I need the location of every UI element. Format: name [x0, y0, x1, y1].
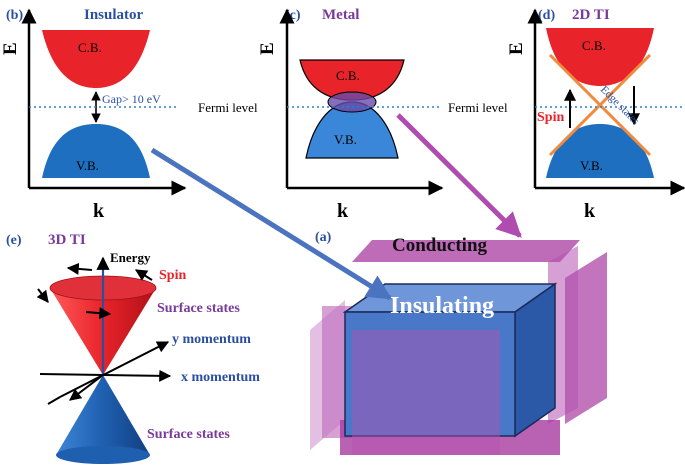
panel-d-tag: (d): [538, 8, 555, 23]
box-front-face: [344, 311, 516, 437]
panel-e-title: 3D TI: [48, 232, 86, 248]
surface-states-bottom-label: Surface states: [147, 427, 230, 442]
panel-b-conduction-band: [42, 30, 150, 88]
panel-c: (c) Metal E k C.B. V.B. Fermi level: [257, 7, 508, 222]
panel-d-k-label: k: [584, 200, 596, 222]
panel-d: (d) 2D TI E k C.B. V.B. Spin Edge states: [506, 7, 685, 222]
y-momentum-axis-tail: [47, 396, 61, 405]
front-slab: [352, 330, 500, 455]
lower-cone-base: [56, 446, 150, 464]
panel-c-band-overlap: [327, 91, 377, 113]
y-momentum-label: y momentum: [172, 332, 251, 347]
insulator-pointer: [150, 147, 393, 301]
panel-d-vb-label: V.B.: [580, 158, 603, 173]
panel-b-cb-label: C.B.: [78, 40, 102, 55]
panel-b-energy-label: E: [0, 42, 21, 55]
x-momentum-label: x momentum: [181, 370, 260, 385]
conducting-label: Conducting: [392, 235, 488, 256]
panel-e-tag: (e): [6, 233, 22, 248]
panel-b: (b) Insulator E k C.B. V.B. Gap> 10 eV F…: [0, 7, 258, 222]
panel-c-energy-label: E: [257, 42, 278, 55]
panel-b-tag: (b): [6, 8, 23, 23]
panel-e: (e) 3D TI Energy Spin Surface states y m…: [6, 232, 260, 464]
energy-label: Energy: [110, 250, 151, 265]
panel-c-fermi-label: Fermi level: [448, 100, 508, 115]
panel-d-energy-label: E: [506, 42, 527, 55]
panel-a: Insulating Conducting (a): [310, 230, 607, 455]
insulating-label: Insulating: [390, 293, 494, 319]
lower-dirac-cone: [56, 375, 150, 464]
panel-c-k-label: k: [337, 200, 349, 222]
top-slab: [352, 240, 580, 262]
surface-states-top-label: Surface states: [157, 301, 240, 316]
y-momentum-axis: [59, 341, 170, 398]
spin-arrow-left: [36, 288, 49, 303]
diagonal-axis: [69, 374, 104, 401]
panel-d-valence-band: [546, 124, 654, 178]
panel-d-conduction-band: [546, 28, 654, 86]
panel-d-edge-label: Edge states: [598, 84, 642, 128]
panel-b-gap-label: Gap> 10 eV: [102, 92, 161, 106]
panel-b-valence-band: [42, 124, 150, 178]
spin-arrow-top-right: [134, 269, 153, 281]
panel-c-vb-label: V.B.: [334, 132, 357, 147]
panel-e-spin-label: Spin: [159, 268, 186, 283]
panel-b-fermi-label: Fermi level: [198, 100, 258, 115]
panel-d-cb-label: C.B.: [582, 38, 606, 53]
metal-pointer: [396, 113, 522, 238]
panel-c-title: Metal: [322, 7, 359, 23]
panel-b-k-label: k: [93, 200, 105, 222]
panel-c-cb-label: C.B.: [336, 68, 360, 83]
panel-d-title: 2D TI: [572, 7, 610, 23]
panel-b-vb-label: V.B.: [76, 158, 99, 173]
panel-d-spin-label: Spin: [537, 110, 564, 125]
panel-a-tag: (a): [315, 230, 332, 245]
spin-arrow-front: [85, 307, 112, 320]
panel-b-title: Insulator: [84, 7, 144, 23]
front-left-slab: [310, 300, 345, 450]
spin-arrow-top-left: [66, 262, 93, 275]
panel-d-edge-state-2: [548, 53, 652, 157]
